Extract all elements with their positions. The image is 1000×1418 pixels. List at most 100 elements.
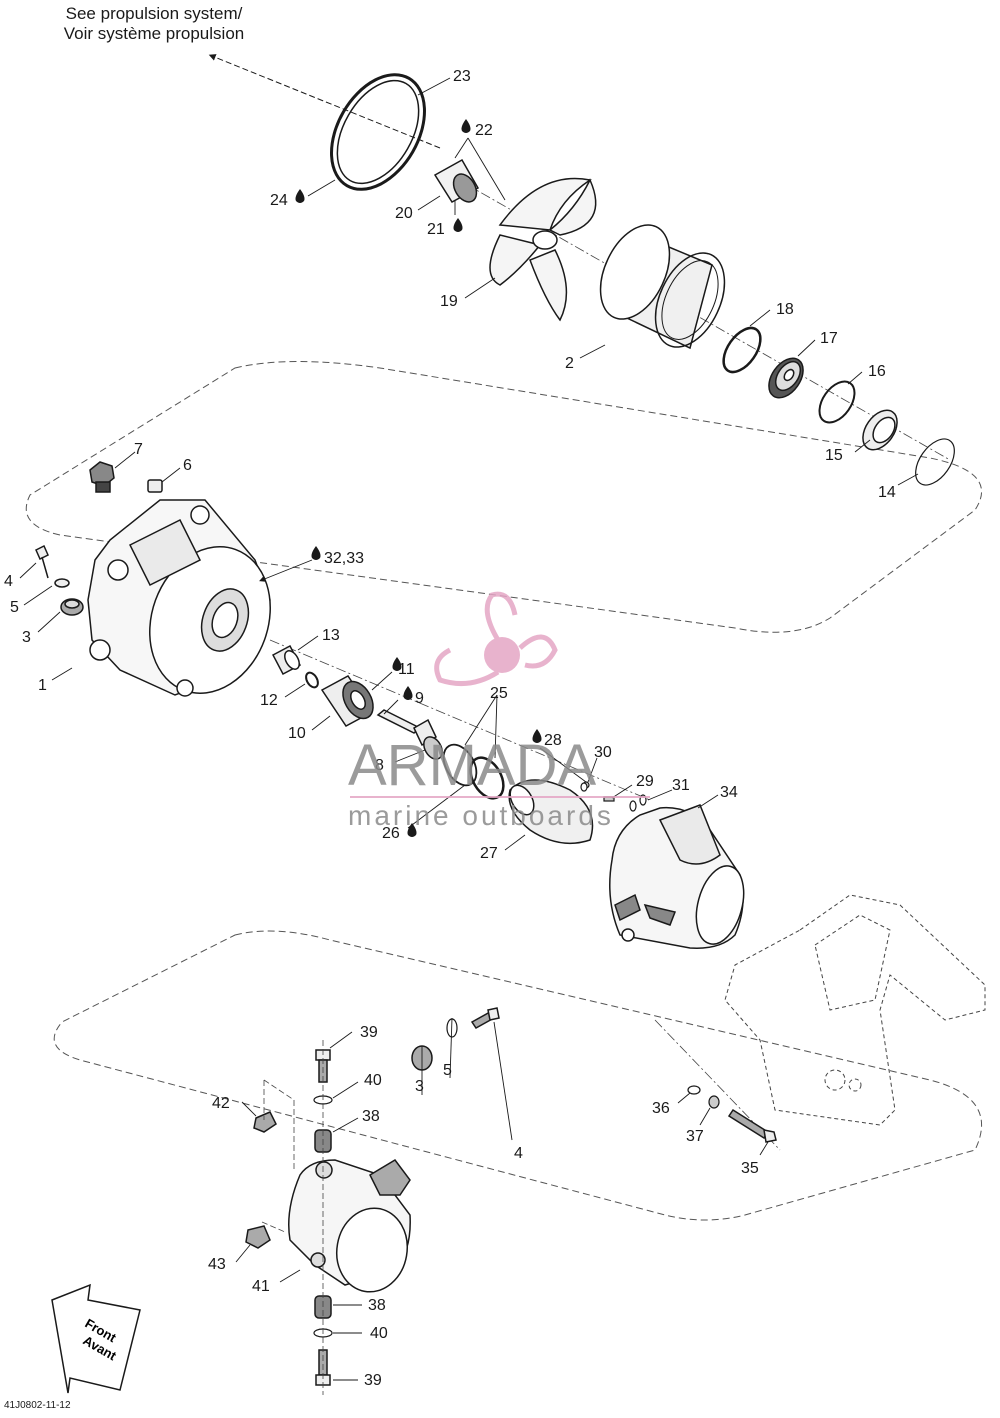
callout-38: 38 — [362, 1108, 380, 1125]
callout-40: 40 — [364, 1072, 382, 1089]
o-ring-part-31 — [629, 794, 647, 812]
callout-4: 4 — [514, 1145, 523, 1162]
bushing-part-6 — [147, 479, 163, 493]
callout-27: 27 — [480, 845, 498, 862]
callout-18: 18 — [776, 301, 794, 318]
callout-3: 3 — [415, 1078, 424, 1095]
propulsion-reference-note: See propulsion system/ Voir système prop… — [38, 4, 270, 44]
washer-part-37 — [708, 1095, 720, 1109]
wear-ring-part-2 — [599, 224, 726, 350]
front-direction-arrow: Front Avant — [51, 1283, 141, 1394]
callout-15: 15 — [825, 447, 843, 464]
seal-part-17 — [768, 357, 804, 399]
bolt-part-4-lower — [470, 1007, 500, 1029]
callout-13: 13 — [322, 627, 340, 644]
callout-31: 31 — [672, 777, 690, 794]
callout-4: 4 — [4, 573, 13, 590]
leader-lines — [19, 77, 919, 1381]
pump-housing-part-1 — [87, 499, 271, 697]
callout-22: 22 — [475, 122, 493, 139]
callout-40: 40 — [370, 1325, 388, 1342]
callout-14: 14 — [878, 484, 896, 501]
callout-6: 6 — [183, 457, 192, 474]
propulsion-arrow — [208, 54, 441, 149]
callout-23: 23 — [453, 68, 471, 85]
lower-alignment-guides — [261, 1040, 324, 1395]
impeller-part-19 — [489, 177, 597, 322]
callout-7: 7 — [134, 441, 143, 458]
sleeve-part-13 — [271, 644, 302, 676]
note-line-1: See propulsion system/ — [65, 4, 243, 23]
callout-17: 17 — [820, 330, 838, 347]
cap-part-15 — [862, 409, 898, 451]
bolt-part-4-upper — [35, 544, 49, 579]
callout-25: 25 — [490, 685, 508, 702]
oil-drop-icon — [532, 729, 542, 743]
bolt-part-39-bottom — [315, 1349, 331, 1386]
note-line-2: Voir système propulsion — [63, 24, 245, 43]
callout-39: 39 — [360, 1024, 378, 1041]
callout-42: 42 — [212, 1095, 230, 1112]
drawing-code: 41J0802-11-12 — [4, 1400, 71, 1411]
callout-20: 20 — [395, 205, 413, 222]
callout-24: 24 — [270, 192, 288, 209]
watermark-tagline: marine outboards — [348, 800, 614, 831]
nozzle-part-41 — [288, 1159, 411, 1293]
bolt-part-35 — [727, 1108, 777, 1143]
watermark: ARMADA marine outboards — [348, 591, 650, 831]
propeller-logo-icon — [434, 591, 558, 687]
callout-34: 34 — [720, 784, 738, 801]
upper-group-outline — [25, 361, 983, 633]
watermark-name: ARMADA — [348, 733, 596, 798]
callout-38: 38 — [368, 1297, 386, 1314]
callout-12: 12 — [260, 692, 278, 709]
callout-3: 3 — [22, 629, 31, 646]
oil-drop-icon — [453, 218, 463, 232]
steering-bracket-reference — [724, 894, 986, 1126]
nut-part-20 — [433, 158, 480, 203]
oil-drop-icon — [311, 546, 321, 560]
callout-37: 37 — [686, 1128, 704, 1145]
callout-32-33: 32,33 — [324, 550, 364, 567]
callout-5: 5 — [443, 1062, 452, 1079]
gasket-part-14 — [915, 438, 955, 486]
cone-part-27 — [508, 779, 594, 845]
callout-43: 43 — [208, 1256, 226, 1273]
o-ring-part-25 — [442, 743, 478, 787]
callout-28: 28 — [544, 732, 562, 749]
callout-5: 5 — [10, 599, 19, 616]
callout-16: 16 — [868, 363, 886, 380]
callout-41: 41 — [252, 1278, 270, 1295]
callout-21: 21 — [427, 221, 445, 238]
bearing-part-10 — [320, 675, 374, 727]
oil-drop-icon — [407, 823, 417, 837]
callout-35: 35 — [741, 1160, 759, 1177]
washer-part-36 — [687, 1085, 701, 1095]
callout-2: 2 — [565, 355, 574, 372]
venturi-part-34 — [609, 804, 745, 949]
washer-part-5-upper — [54, 578, 70, 588]
washer-part-30 — [580, 782, 588, 792]
callout-39: 39 — [364, 1372, 382, 1389]
oil-drop-icon — [392, 657, 402, 671]
plug-part-7 — [89, 461, 115, 493]
lower-group-outline — [53, 930, 983, 1221]
group-outlines — [25, 361, 983, 1221]
nut-part-43 — [245, 1225, 271, 1249]
callout-19: 19 — [440, 293, 458, 310]
o-ring-part-16 — [818, 380, 856, 424]
front-arrow-icon — [51, 1283, 141, 1394]
callout-26: 26 — [382, 825, 400, 842]
callout-9: 9 — [415, 690, 424, 707]
ring-part-23 — [330, 73, 426, 191]
callout-29: 29 — [636, 773, 654, 790]
washer-part-8 — [423, 736, 443, 760]
callout-1: 1 — [38, 677, 47, 694]
oil-drop-icon — [295, 189, 305, 203]
callout-11: 11 — [398, 661, 415, 678]
callout-labels: 1234567891011121314151617181920212223242… — [4, 68, 896, 1389]
o-ring-part-12 — [305, 671, 319, 689]
assembly-axis-lines — [269, 174, 951, 1151]
